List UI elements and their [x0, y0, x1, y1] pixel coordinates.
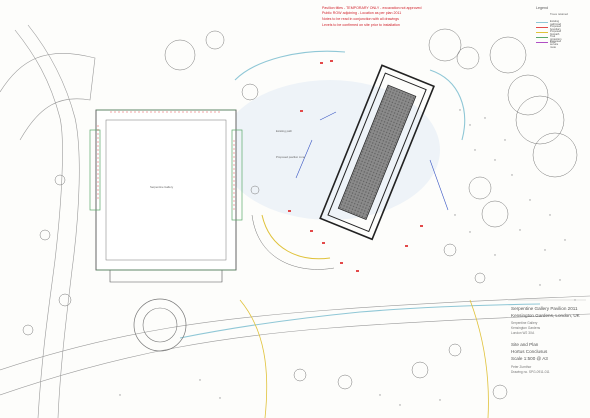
legend-swatch — [536, 27, 548, 29]
title-block-project: Serpentine Gallery Pavilion 2011 — [511, 306, 578, 311]
blue-service-line-1 — [295, 139, 313, 179]
note-line-2: Public ROW adjoining - Location as per p… — [322, 11, 402, 15]
title-block-location: Kensington Gardens, London, UK — [511, 313, 580, 318]
road-outline-south — [0, 295, 590, 371]
road-outline-west — [14, 29, 63, 418]
legend-title: Legend — [536, 6, 548, 10]
gallery-south-steps — [109, 270, 223, 283]
road-outline-south-inner — [0, 313, 590, 396]
roundabout-inner — [142, 307, 178, 343]
gallery-label: Serpentine Gallery — [150, 185, 174, 189]
title-block-client-2: Kensington Gardens — [511, 326, 541, 330]
red-survey-markers — [288, 60, 423, 272]
title-block-client-1: Serpentine Gallery — [511, 321, 538, 325]
title-block-client-3: London W2 3XA — [511, 331, 535, 335]
title-block-drawing-2: Hortus Conclusus — [511, 349, 548, 354]
title-block-footer-1: Peter Zumthor — [511, 365, 532, 369]
pavilion-structure — [319, 64, 435, 241]
title-block-scale: Scale 1:500 @ A3 — [511, 356, 548, 361]
note-line-3: Notes to be read in conjunction with all… — [322, 17, 399, 21]
title-block-drawing-1: Site and Plan — [511, 342, 539, 347]
legend-swatch — [536, 42, 548, 44]
gallery-east-wing — [231, 129, 243, 221]
gallery-red-markers — [97, 111, 235, 210]
lawn-label: Proposed pavilion zone — [276, 155, 306, 159]
title-block-footer-2: Drawing no. SPG-0911-011 — [511, 370, 550, 374]
legend-item-label: Proposed boundary — [550, 25, 562, 31]
legend-item-label: Tree protection zone — [550, 35, 562, 44]
tree-canopies — [22, 28, 578, 400]
curved-walkway-outer — [251, 214, 335, 270]
curved-walkway — [261, 214, 331, 260]
blue-service-line-3 — [319, 111, 337, 121]
legend-scale-note: Trees retained — [550, 12, 568, 16]
legend-item-label: Existing path/road — [550, 20, 561, 26]
gallery-west-wing — [89, 129, 101, 211]
road-outline-west-inner — [27, 24, 80, 418]
yellow-footpath-south — [239, 299, 268, 418]
cyan-path-east — [429, 69, 466, 141]
note-line-1: Pavilion titles - TEMPORARY ONLY - excav… — [322, 6, 422, 10]
legend-swatch — [536, 32, 548, 34]
road-outline-north — [0, 53, 96, 141]
yellow-footpath-east — [469, 299, 489, 418]
gallery-green-edge — [96, 109, 236, 271]
roundabout-outer — [133, 298, 187, 352]
legend-item-label: Proposed footpath — [550, 30, 562, 36]
note-line-4: Levels to be confirmed on site prior to … — [322, 23, 400, 27]
cyan-path-south — [179, 303, 541, 339]
cyan-path-north — [234, 50, 346, 81]
legend-item-label: Proposed service route — [550, 40, 562, 49]
gallery-building-inner — [105, 119, 227, 261]
blue-service-line-2 — [429, 159, 449, 211]
path-label: Existing path — [276, 129, 293, 133]
legend-swatch — [536, 37, 548, 39]
legend-swatch — [536, 22, 548, 24]
gallery-building-outline — [95, 109, 237, 271]
